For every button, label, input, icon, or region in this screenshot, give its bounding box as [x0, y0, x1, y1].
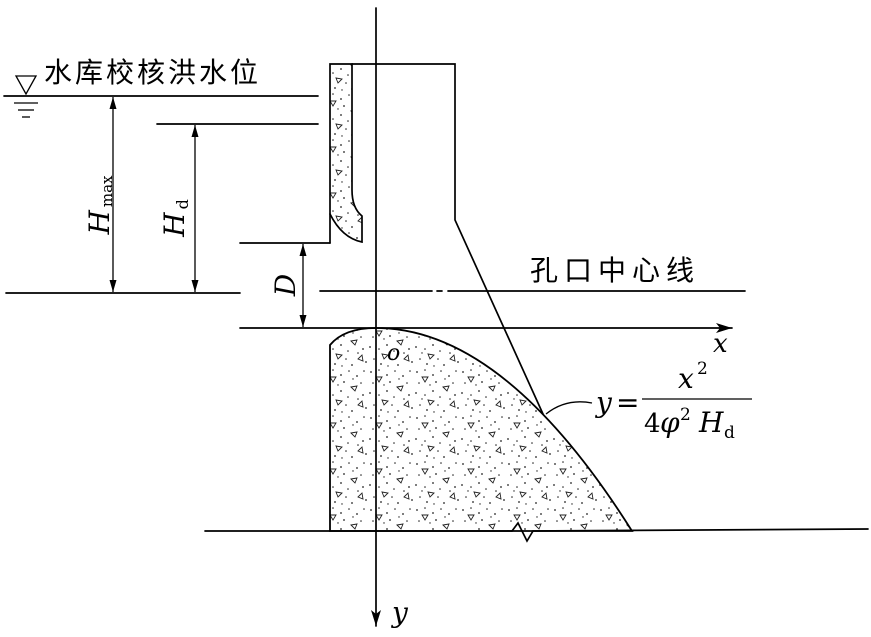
formula-numerator-exponent: 2	[697, 359, 708, 379]
water-level-label: 水库校核洪水位	[44, 56, 261, 89]
formula-equals: =	[616, 386, 639, 419]
h-max-symbol: H	[83, 210, 116, 236]
d-label: D	[269, 274, 302, 297]
break-symbol	[511, 521, 534, 543]
base-line	[204, 528, 869, 532]
y-axis-label: y	[390, 596, 409, 629]
formula-denominator-coefficient: 4	[644, 409, 661, 439]
orifice-centerline-label: 孔口中心线	[530, 254, 700, 287]
formula-denominator-h: H	[698, 406, 724, 439]
formula-numerator-variable: x	[678, 362, 694, 395]
h-d-symbol: H	[158, 212, 191, 238]
x-axis-label: x	[713, 329, 728, 359]
formula-leader-line	[545, 401, 593, 415]
formula-denominator-phi: φ	[660, 406, 680, 439]
h-d-subscript: d	[173, 199, 192, 209]
pier-outline	[351, 63, 544, 415]
h-max-subscript: max	[98, 175, 116, 207]
origin-label: o	[387, 341, 400, 366]
formula-denominator-phi-exponent: 2	[680, 405, 691, 425]
water-level-symbol	[14, 75, 38, 118]
weir-crest-body	[329, 327, 634, 532]
formula-lhs: y	[594, 386, 613, 419]
h-d-label: Hd	[158, 199, 192, 238]
formula-denominator-h-subscript: d	[724, 423, 735, 443]
h-max-label: Hmax	[83, 175, 116, 236]
breast-wall	[329, 63, 363, 244]
